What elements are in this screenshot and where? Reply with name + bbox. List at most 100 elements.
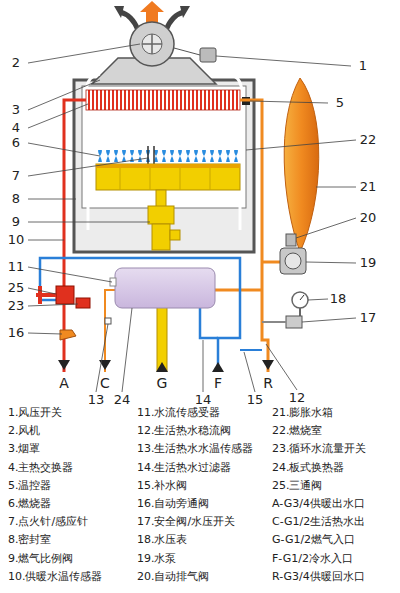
parts-list-item: 17.安全阀/水压开关 [137,514,235,530]
callout-number: 7 [3,168,29,184]
callout-number: 3 [3,102,29,118]
gas-proportional-valve [152,224,170,250]
parts-list-item: 25.三通阀 [272,478,323,494]
cold-water-pipe [240,349,262,351]
cold-water-pipe [40,258,240,372]
main-heat-exchanger [86,90,240,110]
port-letter: G [152,375,172,391]
expansion-tank [284,78,319,252]
parts-list-item: 24.板式换热器 [272,460,345,476]
parts-list-item: 20.自动排气阀 [137,569,210,585]
three-way-valve [56,286,74,304]
exhaust-arrows [180,6,190,18]
burner [96,164,240,190]
bypass-valve [60,330,76,340]
safety-valve [262,321,286,323]
burner [96,164,240,168]
leader-lines [28,333,62,334]
parts-list-item: 7.点火针/感应针 [8,514,88,530]
leader-lines [28,80,100,110]
air-vent [286,234,296,246]
burner-flames [96,150,240,162]
pressure-switch [200,48,216,62]
callout-number: 21 [355,179,381,195]
air-vent [286,234,296,246]
port-arrows [156,362,168,372]
pressure-gauge [292,292,308,308]
parts-list-item: 13.生活热水水温传感器 [137,441,254,457]
leader-lines [28,267,112,282]
plate-heat-exchanger [115,268,215,308]
callout-number: 8 [3,191,29,207]
three-way-valve [36,286,74,304]
hot-water-sensor [105,318,111,324]
leader-lines [216,56,351,66]
sealed-chamber [74,80,254,252]
burner [96,164,240,190]
ignition-pin [148,146,154,166]
air-flow-arrows [239,200,242,230]
port-arrows [262,360,274,370]
parts-list-item: 22.燃烧室 [272,423,323,439]
pump [280,248,306,274]
parts-list-item: 11.水流传感受器 [137,405,221,421]
callout-number: 5 [327,95,353,111]
parts-list-item: 2.风机 [8,423,41,439]
callout-number: 13 [83,392,109,408]
parts-list-item: 14.生活热水过滤器 [137,460,232,476]
leader-lines [203,340,204,392]
leader-lines [28,158,148,176]
parts-list-item: G-G1/2燃气入口 [272,532,355,548]
leader-lines [302,318,356,322]
fan [142,34,162,54]
parts-list-item: 23.循环水流量开关 [272,441,367,457]
main-heat-exchanger [86,90,240,110]
hot-water-sensor [105,318,111,324]
parts-list-item: 9.燃气比例阀 [8,551,74,567]
pressure-gauge [300,295,304,300]
exhaust-arrows [120,12,138,30]
pressure-switch [174,48,200,55]
callout-number: 14 [190,392,216,408]
combustion-chamber [82,86,246,208]
burner [120,168,210,190]
leader-lines [28,104,88,128]
callout-number: 18 [325,291,351,307]
air-flow-arrows [86,74,243,230]
leader-lines [28,44,356,392]
safety-valve [286,316,302,328]
exhaust-arrows [166,12,184,30]
port-letter: A [54,375,74,391]
callout-number: 22 [355,132,381,148]
parts-list-item: A-G3/4供暖出水口 [272,496,365,512]
safety-valve [262,316,302,328]
flow-switch [76,298,90,308]
callout-number: 12 [284,390,310,406]
parts-list-item: 18.水压表 [137,532,188,548]
callout-number: 1 [350,58,376,74]
callout-number: 25 [3,280,29,296]
port-arrows [58,360,70,370]
air-flow-arrows [87,200,90,230]
cold-water-pipe [200,308,218,338]
callout-number: 4 [3,120,29,136]
callout-number: 6 [3,135,29,151]
leader-lines [296,218,356,238]
parts-list-item: R-G3/4供暖回水口 [272,569,365,585]
leader-lines [244,352,255,392]
fan [142,34,162,54]
burner-flames [96,150,240,162]
callout-number: 20 [355,210,381,226]
callout-number: 24 [109,392,135,408]
gas-proportional-valve [170,230,180,240]
fan [130,22,174,66]
pressure-gauge [292,292,308,318]
exhaust-arrows [140,1,164,24]
leader-lines [28,199,76,200]
leader-lines [28,143,100,156]
flow-switch [76,298,90,308]
pump [280,248,306,274]
callout-number: 9 [3,214,29,230]
